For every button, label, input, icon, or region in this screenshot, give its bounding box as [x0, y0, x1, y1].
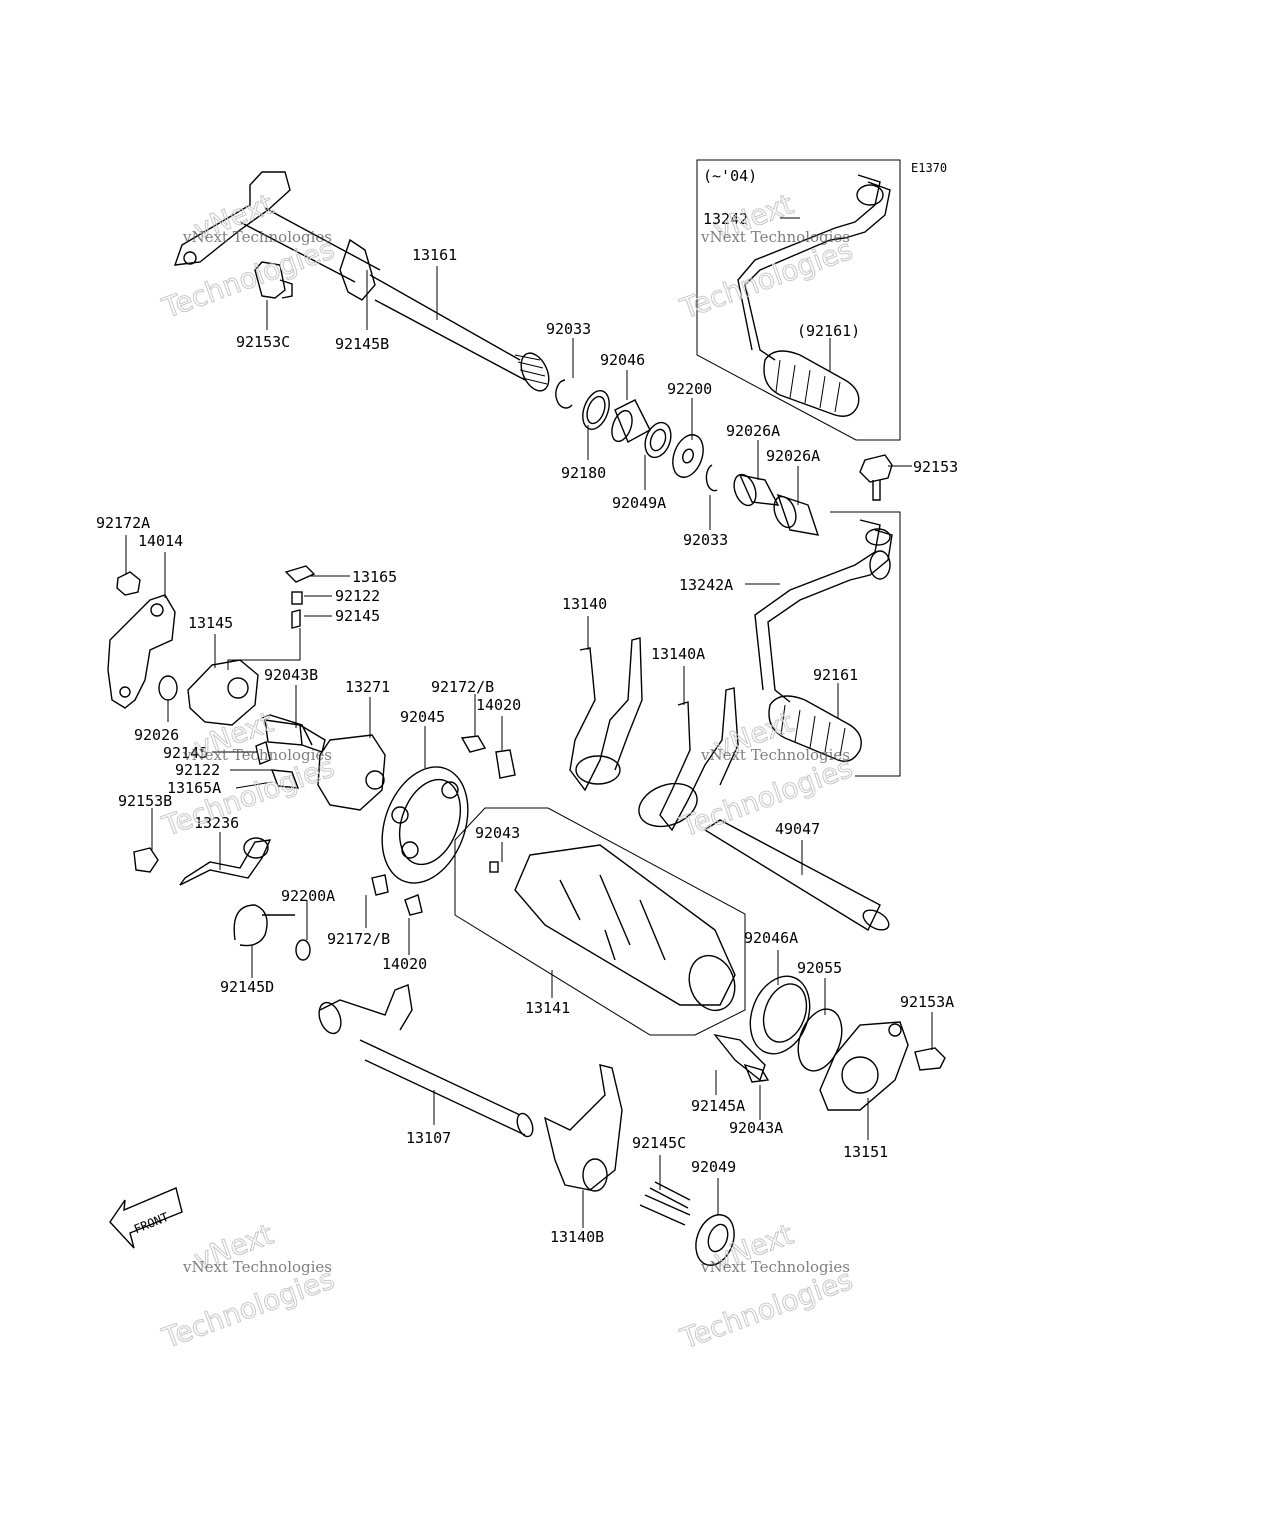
part-92180[interactable]: 92180 — [561, 464, 606, 482]
svg-text:vNext Technologies: vNext Technologies — [700, 746, 850, 764]
part-13242A[interactable]: 13242A — [679, 576, 733, 594]
svg-text:vNext Technologies: vNext Technologies — [182, 746, 332, 764]
svg-text:Technologies: Technologies — [676, 1263, 857, 1356]
part-92122-lower[interactable]: 92122 — [175, 761, 220, 779]
diagram-code: E1370 — [911, 161, 947, 175]
part-92049A[interactable]: 92049A — [612, 494, 666, 512]
front-arrow-icon: FRONT — [109, 1187, 183, 1249]
part-13140B[interactable]: 13140B — [550, 1228, 604, 1246]
part-92043B[interactable]: 92043B — [264, 666, 318, 684]
part-92043[interactable]: 92043 — [475, 824, 520, 842]
part-92161-inset[interactable]: (92161) — [797, 322, 860, 340]
part-92026A-lower[interactable]: 92026A — [766, 447, 820, 465]
part-49047[interactable]: 49047 — [775, 820, 820, 838]
part-92153C[interactable]: 92153C — [236, 333, 290, 351]
part-13271[interactable]: 13271 — [345, 678, 390, 696]
svg-text:Technologies: Technologies — [157, 232, 338, 325]
part-92145A[interactable]: 92145A — [691, 1097, 745, 1115]
part-14020-lower[interactable]: 14020 — [382, 955, 427, 973]
part-92145[interactable]: 92145 — [335, 607, 380, 625]
part-13140[interactable]: 13140 — [562, 595, 607, 613]
shift-shaft-13161-drawing — [173, 171, 550, 392]
shift-drum-drawing — [454, 807, 770, 1083]
part-13161[interactable]: 13161 — [412, 246, 457, 264]
part-92172A[interactable]: 92172A — [96, 514, 150, 532]
part-92153A[interactable]: 92153A — [900, 993, 954, 1011]
part-92172B-upper[interactable]: 92172/B — [431, 678, 494, 696]
variant-inset-frame — [696, 159, 901, 441]
watermark-top-right: vNext vNext Technologies Technologies — [675, 187, 857, 326]
left-cluster-drawing — [107, 565, 516, 961]
part-92026[interactable]: 92026 — [134, 726, 179, 744]
part-92200[interactable]: 92200 — [667, 380, 712, 398]
shift-pedal-inset-drawing — [737, 174, 891, 417]
watermark-bottom-right: vNext vNext Technologies Technologies — [675, 1217, 857, 1356]
part-13145[interactable]: 13145 — [188, 614, 233, 632]
part-13151[interactable]: 13151 — [843, 1143, 888, 1161]
bottom-cluster-drawing — [318, 984, 735, 1266]
shift-pedal-13242A-drawing — [754, 454, 901, 777]
leader — [235, 781, 273, 789]
part-13236[interactable]: 13236 — [194, 814, 239, 832]
part-92145C[interactable]: 92145C — [632, 1134, 686, 1152]
part-92049[interactable]: 92049 — [691, 1158, 736, 1176]
part-13165A[interactable]: 13165A — [167, 779, 221, 797]
part-92046A[interactable]: 92046A — [744, 929, 798, 947]
part-92200A[interactable]: 92200A — [281, 887, 335, 905]
shift-forks-drawing — [569, 637, 890, 932]
part-92153B[interactable]: 92153B — [118, 792, 172, 810]
part-92046[interactable]: 92046 — [600, 351, 645, 369]
part-92045[interactable]: 92045 — [400, 708, 445, 726]
part-13141[interactable]: 13141 — [525, 999, 570, 1017]
part-92145B[interactable]: 92145B — [335, 335, 389, 353]
part-14014[interactable]: 14014 — [138, 532, 183, 550]
drum-end-parts-drawing — [749, 975, 946, 1111]
part-92161[interactable]: 92161 — [813, 666, 858, 684]
variant-label: (~'04) — [703, 167, 757, 185]
part-92043A[interactable]: 92043A — [729, 1119, 783, 1137]
part-92033-lower[interactable]: 92033 — [683, 531, 728, 549]
svg-text:vNext Technologies: vNext Technologies — [700, 228, 850, 246]
part-13140A[interactable]: 13140A — [651, 645, 705, 663]
part-92145-lower[interactable]: 92145 — [163, 744, 208, 762]
front-label: FRONT — [132, 1210, 171, 1237]
svg-text:Technologies: Technologies — [676, 751, 857, 844]
part-92153[interactable]: 92153 — [913, 458, 958, 476]
watermark-bottom-left: vNext vNext Technologies Technologies — [157, 1217, 339, 1356]
part-92055[interactable]: 92055 — [797, 959, 842, 977]
part-13107[interactable]: 13107 — [406, 1129, 451, 1147]
leader — [227, 628, 301, 670]
part-92145D[interactable]: 92145D — [220, 978, 274, 996]
svg-text:Technologies: Technologies — [157, 1262, 338, 1355]
part-92026A-upper[interactable]: 92026A — [726, 422, 780, 440]
part-13165[interactable]: 13165 — [352, 568, 397, 586]
part-92033-top[interactable]: 92033 — [546, 320, 591, 338]
svg-text:vNext Technologies: vNext Technologies — [700, 1258, 850, 1276]
part-14020-upper[interactable]: 14020 — [476, 696, 521, 714]
svg-text:vNext Technologies: vNext Technologies — [182, 1258, 332, 1276]
part-92172B-lower[interactable]: 92172/B — [327, 930, 390, 948]
shaft-small-parts-drawing — [555, 379, 820, 536]
part-92122[interactable]: 92122 — [335, 587, 380, 605]
svg-text:Technologies: Technologies — [676, 233, 857, 326]
part-13242[interactable]: 13242 — [703, 210, 748, 228]
svg-text:vNext Technologies: vNext Technologies — [182, 228, 332, 246]
